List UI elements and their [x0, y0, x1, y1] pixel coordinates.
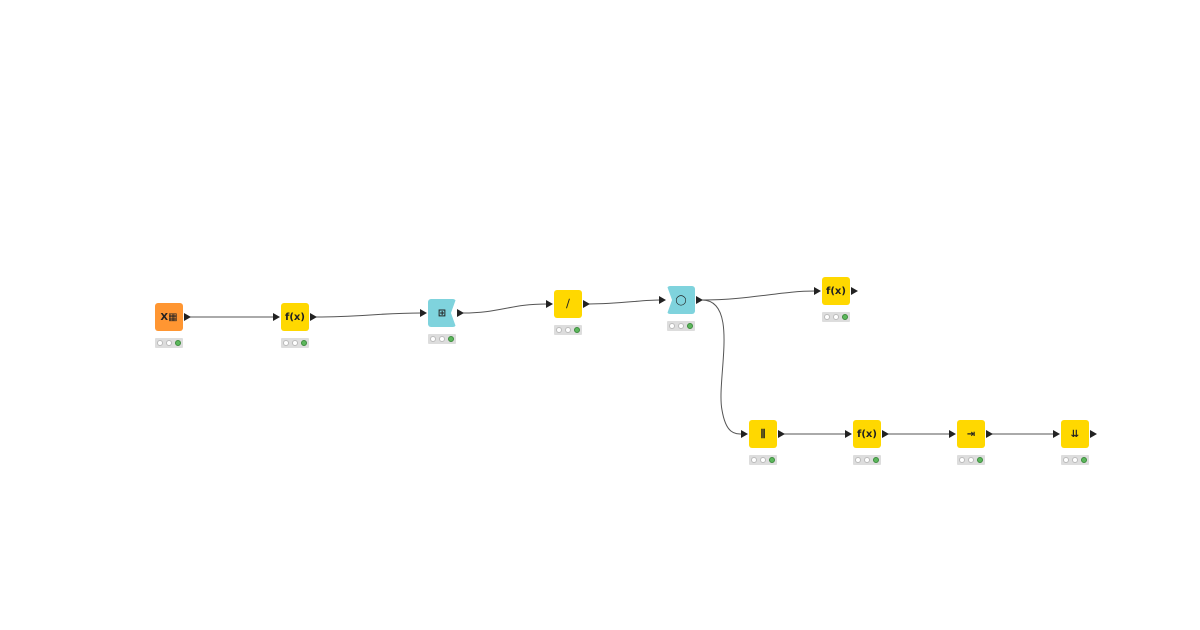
status-light-green — [447, 336, 454, 342]
input-port[interactable] — [659, 296, 666, 304]
input-port[interactable] — [845, 430, 852, 438]
status-light-off — [564, 327, 571, 333]
status-light-off — [669, 323, 676, 329]
status-light-green — [573, 327, 580, 333]
output-port[interactable] — [583, 300, 590, 308]
column-resorter-icon: ⇥ — [966, 428, 976, 440]
connection-n4-n5 — [588, 299, 661, 305]
status-light-off — [832, 314, 839, 320]
status-light-off — [824, 314, 831, 320]
node-n8[interactable]: f(x) — [853, 420, 881, 448]
status-light-off — [1063, 457, 1070, 463]
output-port[interactable] — [184, 313, 191, 321]
output-port[interactable] — [310, 313, 317, 321]
column-appender-icon: ⫼ — [760, 428, 766, 440]
output-port[interactable] — [457, 309, 464, 317]
node-status-indicator — [428, 334, 456, 344]
status-light-off — [556, 327, 563, 333]
output-port[interactable] — [851, 287, 858, 295]
node-status-indicator — [667, 321, 695, 331]
connection-n3-n4 — [462, 303, 548, 314]
status-light-green — [841, 314, 848, 320]
node-status-indicator — [957, 455, 985, 465]
node-status-indicator — [853, 455, 881, 465]
status-light-off — [677, 323, 684, 329]
node-n4[interactable]: ⧸ — [554, 290, 582, 318]
status-light-green — [976, 457, 983, 463]
status-light-green — [768, 457, 775, 463]
loop-start-icon: ⊞ — [437, 307, 447, 319]
math-formula-icon: f(x) — [285, 311, 305, 323]
status-light-off — [855, 457, 862, 463]
input-port[interactable] — [546, 300, 553, 308]
status-light-off — [291, 340, 298, 346]
input-port[interactable] — [741, 430, 748, 438]
status-light-off — [759, 457, 766, 463]
status-light-green — [686, 323, 693, 329]
node-status-indicator — [822, 312, 850, 322]
input-port[interactable] — [420, 309, 427, 317]
input-port[interactable] — [949, 430, 956, 438]
status-light-off — [959, 457, 966, 463]
node-status-indicator — [281, 338, 309, 348]
node-n1[interactable]: X▦ — [155, 303, 183, 331]
status-light-off — [157, 340, 164, 346]
status-light-green — [872, 457, 879, 463]
output-port[interactable] — [882, 430, 889, 438]
status-light-off — [1071, 457, 1078, 463]
connection-n2-n3 — [315, 312, 422, 318]
node-n6[interactable]: f(x) — [822, 277, 850, 305]
input-port[interactable] — [1053, 430, 1060, 438]
status-light-off — [967, 457, 974, 463]
connection-n5-n6 — [701, 290, 816, 301]
status-light-green — [174, 340, 181, 346]
node-n2[interactable]: f(x) — [281, 303, 309, 331]
node-status-indicator — [554, 325, 582, 335]
status-light-off — [283, 340, 290, 346]
node-n7[interactable]: ⫼ — [749, 420, 777, 448]
output-port[interactable] — [1090, 430, 1097, 438]
sorter-icon: ⇊ — [1070, 428, 1080, 440]
column-filter-icon: ⧸ — [566, 298, 570, 310]
math-formula-icon: f(x) — [826, 285, 846, 297]
status-light-off — [863, 457, 870, 463]
output-port[interactable] — [986, 430, 993, 438]
input-port[interactable] — [273, 313, 280, 321]
status-light-off — [751, 457, 758, 463]
math-formula-icon: f(x) — [857, 428, 877, 440]
output-port[interactable] — [778, 430, 785, 438]
node-n10[interactable]: ⇊ — [1061, 420, 1089, 448]
output-port[interactable] — [696, 296, 703, 304]
excel-reader-icon: X▦ — [160, 311, 178, 323]
status-light-off — [165, 340, 172, 346]
status-light-off — [430, 336, 437, 342]
status-light-green — [1080, 457, 1087, 463]
node-status-indicator — [1061, 455, 1089, 465]
status-light-green — [300, 340, 307, 346]
loop-end-icon: ◯ — [675, 294, 687, 306]
connection-n5-n7 — [701, 299, 743, 435]
status-light-off — [438, 336, 445, 342]
node-status-indicator — [155, 338, 183, 348]
input-port[interactable] — [814, 287, 821, 295]
node-status-indicator — [749, 455, 777, 465]
node-n9[interactable]: ⇥ — [957, 420, 985, 448]
